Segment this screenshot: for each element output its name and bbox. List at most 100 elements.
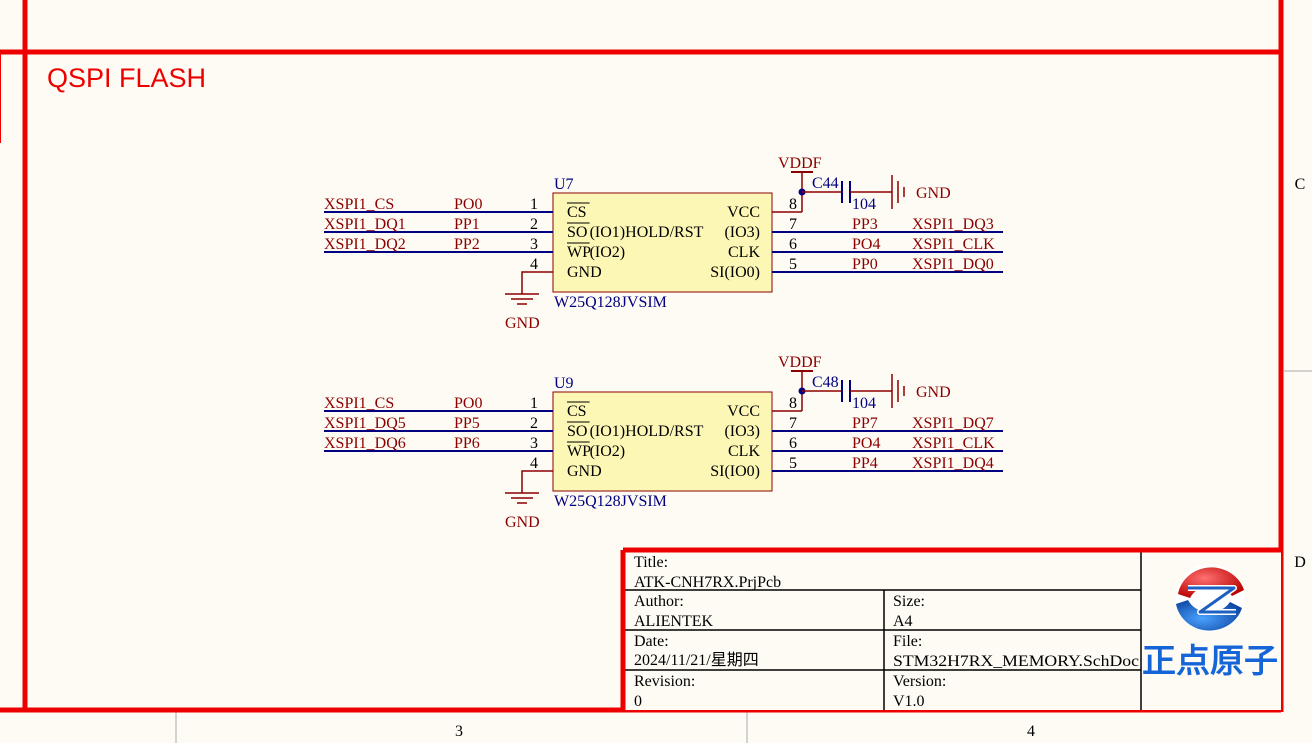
- pin-number: 2: [530, 415, 538, 432]
- pin-name: VCC: [727, 403, 760, 420]
- power-net-label: VDDF: [778, 354, 822, 371]
- revision-value: 0: [634, 693, 642, 710]
- port-label: PP0: [852, 256, 878, 273]
- date-value: 2024/11/21/星期四: [634, 651, 759, 669]
- net-label: XSPI1_DQ6: [324, 435, 406, 452]
- pin-name-overline: SO: [567, 423, 587, 440]
- pin-name-overline: WP: [567, 244, 591, 261]
- pin-name: (IO1)HOLD/RST: [590, 423, 704, 440]
- port-label: PP2: [454, 236, 480, 253]
- net-label: XSPI1_CLK: [912, 236, 995, 253]
- cap-designator: C48: [812, 374, 839, 391]
- size-value: A4: [893, 613, 913, 630]
- pin-name: GND: [567, 264, 602, 281]
- pin-name: GND: [567, 463, 602, 480]
- pin-name: (IO3): [724, 224, 760, 241]
- pin-name: SI(IO0): [710, 264, 760, 281]
- pin-name-overline: WP: [567, 443, 591, 460]
- zone-col-4: 4: [1027, 723, 1035, 740]
- zone-row-d: D: [1294, 554, 1306, 571]
- pin-name: CLK: [728, 443, 760, 460]
- cap-ground-label: GND: [916, 384, 951, 401]
- title-block: Title: ATK-CNH7RX.PrjPcb Author: ALIENTE…: [620, 547, 1281, 710]
- port-label: PP5: [454, 415, 480, 432]
- pin-name: (IO2): [590, 244, 626, 261]
- logo-text: 正点原子: [1142, 641, 1278, 680]
- port-label: PO0: [454, 395, 482, 412]
- net-label: XSPI1_DQ0: [912, 256, 994, 273]
- author-label: Author:: [634, 593, 684, 610]
- zone-row-c: C: [1295, 176, 1306, 193]
- pin-name-overline: SO: [567, 224, 587, 241]
- pin-name: VCC: [727, 204, 760, 221]
- ground-net-label: GND: [505, 514, 540, 531]
- port-label: PO0: [454, 196, 482, 213]
- chip-designator: U7: [554, 176, 574, 193]
- net-label: XSPI1_DQ7: [912, 415, 994, 432]
- pin-name: (IO1)HOLD/RST: [590, 224, 704, 241]
- date-label: Date:: [634, 633, 669, 650]
- ground-wire: [521, 470, 553, 493]
- port-label: PO4: [852, 435, 880, 452]
- version-label: Version:: [893, 673, 946, 690]
- alientek-logo-icon: [1176, 564, 1244, 632]
- net-label: XSPI1_CS: [324, 395, 394, 412]
- pin-name: SI(IO0): [710, 463, 760, 480]
- pin-name-overline: CS: [567, 204, 587, 221]
- power-net-label: VDDF: [778, 155, 822, 172]
- zone-frame: C D 3 4: [175, 176, 1312, 743]
- net-label: XSPI1_CLK: [912, 435, 995, 452]
- chip-part-number: W25Q128JVSIM: [554, 294, 667, 311]
- pin-number: 8: [789, 196, 797, 213]
- section-title: QSPI FLASH: [47, 63, 206, 93]
- net-label: XSPI1_DQ2: [324, 236, 406, 253]
- author-value: ALIENTEK: [634, 613, 714, 630]
- pin-number: 3: [530, 435, 538, 452]
- port-label: PP6: [454, 435, 480, 452]
- file-label: File:: [893, 633, 922, 650]
- size-label: Size:: [893, 593, 925, 610]
- pin-number: 2: [530, 216, 538, 233]
- chip-designator: U9: [554, 375, 574, 392]
- net-label: XSPI1_DQ3: [912, 216, 994, 233]
- pin-number: 8: [789, 395, 797, 412]
- net-label: XSPI1_DQ1: [324, 216, 406, 233]
- pin-number: 4: [530, 455, 538, 472]
- chip-part-number: W25Q128JVSIM: [554, 493, 667, 510]
- pin-number: 6: [789, 236, 797, 253]
- pin-number: 1: [530, 196, 538, 213]
- net-label: XSPI1_CS: [324, 196, 394, 213]
- file-value: STM32H7RX_MEMORY.SchDoc: [893, 653, 1139, 670]
- pin-name: (IO3): [724, 423, 760, 440]
- pin-name: (IO2): [590, 443, 626, 460]
- ground-net-label: GND: [505, 315, 540, 332]
- title-label: Title:: [634, 554, 668, 571]
- pin-number: 6: [789, 435, 797, 452]
- cap-value: 104: [852, 395, 876, 412]
- version-value: V1.0: [893, 693, 925, 710]
- title-value: ATK-CNH7RX.PrjPcb: [634, 574, 781, 591]
- pin-number: 7: [789, 216, 797, 233]
- net-label: XSPI1_DQ4: [912, 455, 994, 472]
- cap-ground-label: GND: [916, 185, 951, 202]
- cap-designator: C44: [812, 175, 839, 192]
- pin-number: 4: [530, 256, 538, 273]
- pin-number: 3: [530, 236, 538, 253]
- port-label: PP1: [454, 216, 480, 233]
- ground-wire: [521, 271, 553, 294]
- net-label: XSPI1_DQ5: [324, 415, 406, 432]
- pin-name-overline: CS: [567, 403, 587, 420]
- pin-number: 7: [789, 415, 797, 432]
- port-label: PP4: [852, 455, 878, 472]
- zone-col-3: 3: [455, 723, 463, 740]
- pin-name: CLK: [728, 244, 760, 261]
- revision-label: Revision:: [634, 673, 695, 690]
- port-label: PP3: [852, 216, 878, 233]
- pin-number: 1: [530, 395, 538, 412]
- cap-value: 104: [852, 196, 876, 213]
- pin-number: 5: [789, 256, 797, 273]
- port-label: PO4: [852, 236, 880, 253]
